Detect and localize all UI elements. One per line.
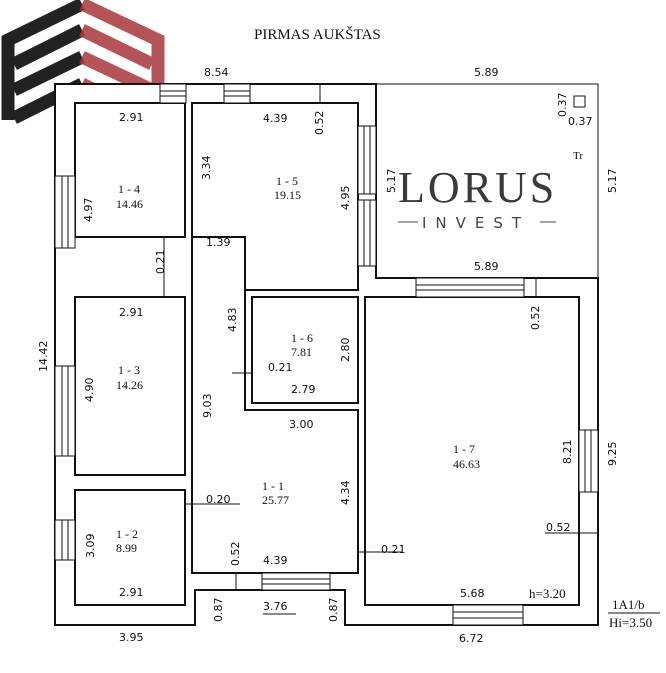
room-area: 14.46	[116, 197, 143, 211]
svg-text:0.52: 0.52	[313, 111, 326, 136]
svg-text:4.90: 4.90	[83, 378, 96, 403]
room-1-7	[364, 296, 580, 606]
svg-text:5.89: 5.89	[474, 260, 499, 273]
chimney-square	[573, 95, 586, 108]
upper-right-outline	[376, 83, 599, 278]
room-area: 25.77	[262, 493, 289, 507]
logo-text: LORUS	[398, 163, 557, 212]
svg-text:9.25: 9.25	[606, 442, 619, 467]
windows	[54, 83, 599, 626]
svg-text:Tr: Tr	[573, 150, 583, 162]
room-id: 1 - 2	[116, 527, 138, 541]
room-id: 1 - 1	[262, 479, 284, 493]
room-1-3	[74, 296, 186, 476]
room-id: 1 - 7	[453, 442, 475, 456]
room-1-6	[251, 296, 359, 404]
svg-text:0.21: 0.21	[268, 361, 293, 374]
svg-text:3.95: 3.95	[119, 631, 144, 644]
room-id: 1 - 3	[118, 363, 140, 377]
room-1-1	[191, 236, 359, 574]
svg-text:0.87: 0.87	[212, 598, 225, 623]
svg-text:h=3.20: h=3.20	[529, 586, 566, 601]
svg-text:2.91: 2.91	[119, 111, 144, 124]
svg-text:4.83: 4.83	[226, 308, 239, 333]
svg-text:2.91: 2.91	[119, 586, 144, 599]
svg-text:6.72: 6.72	[459, 632, 484, 645]
svg-text:4.95: 4.95	[339, 186, 352, 211]
svg-text:1.39: 1.39	[206, 236, 231, 249]
svg-text:4.39: 4.39	[263, 112, 288, 125]
svg-text:5.68: 5.68	[460, 587, 485, 600]
room-area: 46.63	[453, 457, 480, 471]
svg-text:3.76: 3.76	[263, 600, 288, 613]
svg-text:5.89: 5.89	[474, 66, 499, 79]
svg-text:3.09: 3.09	[84, 534, 97, 559]
svg-text:0.87: 0.87	[327, 598, 340, 623]
room-id: 1 - 4	[118, 182, 140, 196]
height-note: Hi=3.50	[609, 615, 652, 630]
svg-text:14.42: 14.42	[37, 341, 50, 373]
room-area: 14.26	[116, 378, 143, 392]
svg-text:0.20: 0.20	[206, 493, 231, 506]
class-code: 1A1/b	[612, 597, 645, 612]
room-id: 1 - 5	[276, 174, 298, 188]
room-area: 7.81	[291, 345, 312, 359]
svg-text:9.03: 9.03	[201, 394, 214, 419]
svg-text:4.39: 4.39	[263, 554, 288, 567]
svg-text:3.34: 3.34	[200, 156, 213, 181]
svg-text:4.97: 4.97	[82, 198, 95, 223]
room-area: 8.99	[116, 541, 137, 555]
svg-text:0.52: 0.52	[229, 542, 242, 567]
svg-text:0.52: 0.52	[546, 521, 571, 534]
dimension-arrows	[163, 84, 598, 615]
svg-text:0.21: 0.21	[381, 543, 406, 556]
room-id: 1 - 6	[291, 331, 313, 345]
svg-text:8.54: 8.54	[204, 66, 229, 79]
svg-text:5.17: 5.17	[606, 169, 619, 194]
logo-subtext: INVEST	[422, 214, 530, 232]
svg-text:5.17: 5.17	[385, 169, 398, 194]
svg-text:0.37: 0.37	[568, 115, 593, 128]
svg-text:2.79: 2.79	[291, 383, 316, 396]
room-1-2	[74, 489, 186, 606]
room-1-4	[74, 102, 186, 238]
plan-title: PIRMAS AUKŠTAS	[254, 26, 381, 43]
svg-text:2.91: 2.91	[119, 306, 144, 319]
svg-text:0.37: 0.37	[556, 93, 569, 118]
svg-text:3.00: 3.00	[289, 418, 314, 431]
room-area: 19.15	[274, 188, 301, 202]
svg-text:4.34: 4.34	[339, 481, 352, 506]
svg-text:2.80: 2.80	[339, 338, 352, 363]
svg-text:0.52: 0.52	[529, 306, 542, 331]
svg-text:8.21: 8.21	[561, 440, 574, 465]
svg-text:0.21: 0.21	[154, 250, 167, 275]
dimension-labels: 8.54 5.89 0.37 0.37 Tr 2.91 4.39 0.52 3.…	[37, 66, 619, 645]
